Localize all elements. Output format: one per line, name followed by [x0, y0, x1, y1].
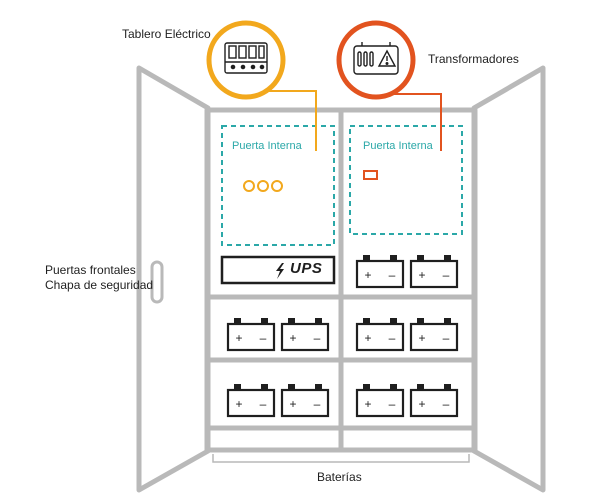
baterias-bracket: [212, 454, 470, 463]
battery-minus-label: –: [260, 331, 267, 345]
battery-minus-label: –: [260, 397, 267, 411]
cabinet-shelves: [207, 294, 475, 431]
battery-group: +–+–+–+–+–+–+–+–+–+–: [226, 255, 459, 418]
battery-icon: +–: [355, 318, 405, 352]
left-inner-door-label: Puerta Interna: [232, 140, 302, 152]
cabinet-frame: [204, 107, 478, 453]
battery-icon: +–: [355, 384, 405, 418]
indicator-lights-icon: [243, 180, 283, 192]
ups-unit: [220, 255, 336, 285]
battery-minus-label: –: [314, 331, 321, 345]
transformadores-callout: [336, 20, 442, 151]
transformadores-label: Transformadores: [428, 52, 519, 66]
battery-icon: +–: [409, 384, 459, 418]
battery-minus-label: –: [389, 268, 396, 282]
right-inner-door: [349, 125, 463, 235]
battery-plus-label: +: [364, 268, 371, 282]
left-inner-door: [221, 125, 335, 246]
battery-plus-label: +: [235, 397, 242, 411]
tablero-callout: [206, 20, 317, 151]
battery-plus-label: +: [418, 268, 425, 282]
battery-icon: +–: [280, 318, 330, 352]
battery-minus-label: –: [443, 331, 450, 345]
battery-minus-label: –: [443, 397, 450, 411]
battery-plus-label: +: [418, 331, 425, 345]
ups-label: UPS: [290, 260, 323, 277]
transformer-warning-icon: [353, 42, 399, 75]
right-inner-door-label: Puerta Interna: [363, 140, 433, 152]
battery-plus-label: +: [235, 331, 242, 345]
battery-plus-label: +: [289, 331, 296, 345]
door-handle: [150, 260, 164, 304]
battery-icon: +–: [226, 318, 276, 352]
battery-minus-label: –: [443, 268, 450, 282]
battery-icon: +–: [409, 255, 459, 289]
battery-plus-label: +: [418, 397, 425, 411]
puertas-label-line1: Puertas frontales: [45, 263, 136, 277]
battery-plus-label: +: [364, 397, 371, 411]
battery-plus-label: +: [364, 331, 371, 345]
breaker-panel-icon: [224, 42, 268, 74]
left-door: [136, 65, 211, 493]
switch-icon: [363, 170, 378, 180]
baterias-label: Baterías: [317, 470, 362, 484]
battery-minus-label: –: [389, 397, 396, 411]
right-door: [471, 65, 546, 493]
battery-icon: +–: [409, 318, 459, 352]
battery-icon: +–: [226, 384, 276, 418]
battery-icon: +–: [355, 255, 405, 289]
battery-minus-label: –: [389, 331, 396, 345]
battery-icon: +–: [280, 384, 330, 418]
puertas-label-line2: Chapa de seguridad: [45, 278, 154, 292]
lightning-bolt-icon: [276, 263, 284, 279]
battery-plus-label: +: [289, 397, 296, 411]
battery-minus-label: –: [314, 397, 321, 411]
tablero-label: Tablero Eléctrico: [122, 27, 211, 41]
